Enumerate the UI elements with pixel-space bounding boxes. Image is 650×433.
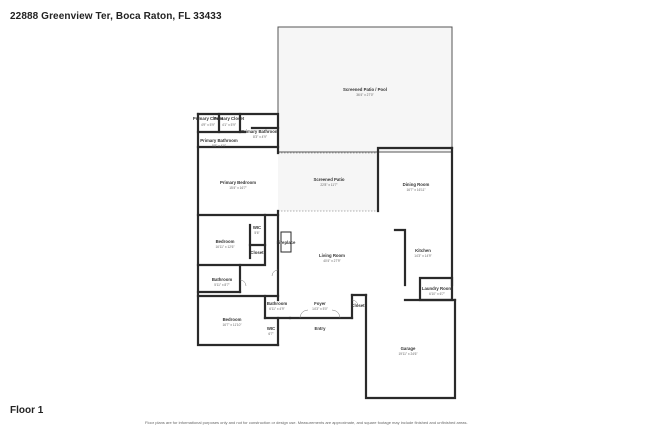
room-screened-patio-dims: 22'8" x 11'7" <box>320 183 337 187</box>
room-bedroom-1: Bedroom <box>216 239 235 244</box>
room-bathroom-1-dims: 5'11" x 8'7" <box>214 283 229 287</box>
room-kitchen-dims: 14'3" x 14'9" <box>414 254 431 258</box>
room-primary-closet-1: Primary Closet <box>193 116 224 121</box>
room-screened-patio-pool: Screened Patio / Pool <box>343 87 387 92</box>
room-kitchen: Kitchen <box>415 248 431 253</box>
floor-label: Floor 1 <box>10 405 44 416</box>
room-bedroom-2-dims: 16'7" x 11'10" <box>222 323 241 327</box>
room-primary-bathroom-1-dims: 8'3" x 4'9" <box>253 135 267 139</box>
room-fireplace: Fireplace <box>277 240 296 245</box>
screened-patio-area <box>278 153 378 211</box>
room-dining-room: Dining Room <box>403 182 430 187</box>
room-foyer: Foyer <box>314 301 326 306</box>
door-swings <box>239 269 359 319</box>
room-wic-dims: 5'6" <box>254 231 259 235</box>
walls <box>196 112 457 400</box>
room-closet-small: Closet <box>250 250 264 255</box>
room-bedroom-2: Bedroom <box>223 317 242 322</box>
room-bathroom-2: Bathroom <box>267 301 287 306</box>
room-primary-closet-2-dims: 4'1" x 5'9" <box>222 123 236 127</box>
disclaimer-text: Floor plans are for informational purpos… <box>145 420 468 425</box>
screened-patio-pool-area <box>277 26 453 153</box>
room-primary-closet-2: Primary Closet <box>214 116 245 121</box>
room-garage: Garage <box>401 346 416 351</box>
room-wic: WIC <box>253 225 261 230</box>
room-primary-closet-1-dims: 4'9" x 5'9" <box>201 123 215 127</box>
room-dining-room-dims: 16'7" x 16'11" <box>406 188 425 192</box>
room-wic-2: WIC <box>267 326 275 331</box>
room-primary-bathroom-1: Primary Bathroom <box>241 129 279 134</box>
room-screened-patio: Screened Patio <box>313 177 344 182</box>
room-primary-bathroom-2-dims: 9'8" x 4'9" <box>212 144 226 148</box>
room-garage-dims: 19'11" x 24'6" <box>398 352 417 356</box>
room-foyer-dims: 14'3" x 5'0" <box>312 307 328 311</box>
room-labels: Screened Patio / Pool 36'4" x 27'0" Prim… <box>193 87 453 356</box>
room-closet-foyer: Closet <box>351 303 365 308</box>
room-screened-patio-pool-dims: 36'4" x 27'0" <box>356 93 373 97</box>
room-bedroom-1-dims: 16'11" x 12'6" <box>215 245 234 249</box>
room-wic-2-dims: 6'7" <box>268 332 273 336</box>
room-primary-bedroom: Primary Bedroom <box>220 180 256 185</box>
room-primary-bedroom-dims: 15'4" x 16'7" <box>229 186 246 190</box>
room-bathroom-1: Bathroom <box>212 277 232 282</box>
room-living-room: Living Room <box>319 253 345 258</box>
room-bathroom-2-dims: 6'11" x 4'9" <box>269 307 284 311</box>
room-laundry-room-dims: 6'10" x 6'7" <box>429 292 445 296</box>
room-entry: Entry <box>315 326 327 331</box>
room-primary-bathroom-2: Primary Bathroom <box>200 138 238 143</box>
page-title: 22888 Greenview Ter, Boca Raton, FL 3343… <box>10 11 222 22</box>
room-living-room-dims: 40'4" x 27'9" <box>323 259 340 263</box>
room-laundry-room: Laundry Room <box>422 286 452 291</box>
